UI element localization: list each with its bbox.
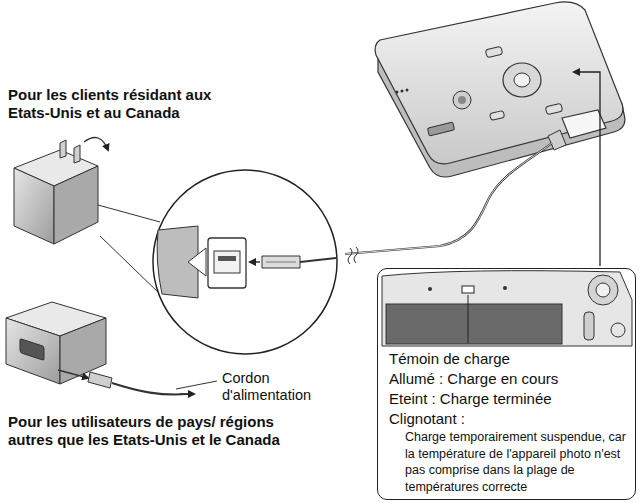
- usb-cable: [345, 130, 566, 264]
- drawing-part: [406, 89, 409, 92]
- drawing-part: [180, 393, 194, 395]
- drawing-part: [458, 96, 466, 104]
- drawing-part: [611, 323, 625, 337]
- heading-label: Pour les clients résidant aux Etats-Unis…: [8, 86, 226, 122]
- heading-label: Pour les utilisateurs de pays/ régions a…: [8, 413, 302, 449]
- drawing-part: [266, 262, 296, 263]
- drawing-part: [375, 2, 623, 164]
- drawing-part: [14, 168, 54, 244]
- drawing-part: [74, 145, 80, 163]
- part-label: Cordon d'alimentation: [222, 370, 322, 405]
- lamp-name: Témoin de charge: [389, 349, 629, 369]
- drawing-part: [300, 258, 336, 262]
- drawing-part: [6, 318, 60, 384]
- drawing-part: [386, 304, 562, 344]
- ac-adapter-with-cord: [6, 302, 217, 395]
- drawing-part: [88, 372, 112, 388]
- drawing-part: [20, 338, 44, 360]
- drawing-part: [485, 46, 502, 58]
- drawing-part: [262, 256, 300, 268]
- drawing-part: [188, 248, 206, 276]
- drawing-part: [428, 287, 432, 291]
- drawing-part: [427, 122, 454, 136]
- drawing-part: [214, 251, 240, 273]
- drawing-part: [545, 103, 562, 115]
- drawing-part: [60, 140, 66, 158]
- drawing-part: [58, 370, 88, 378]
- drawing-part: [489, 110, 504, 120]
- magnified-usb-port: [98, 170, 337, 354]
- drawing-part: [462, 286, 474, 293]
- callout-box: Témoin de chargeAllumé : Charge en cours…: [377, 268, 636, 500]
- drawing-part: [401, 90, 404, 93]
- lamp-state-text: Charge temporairement suspendue, car la …: [389, 429, 629, 495]
- drawing-part: [574, 72, 600, 266]
- camera-body: [375, 2, 625, 177]
- drawing-part: [250, 261, 260, 263]
- us-ac-adapter: [14, 138, 108, 245]
- drawing-part: [548, 130, 566, 150]
- drawing-part: [584, 312, 594, 340]
- drawing-part: [503, 286, 507, 290]
- pointer-arrow: [574, 72, 600, 266]
- drawing-part: [345, 143, 552, 254]
- drawing-part: [176, 381, 217, 389]
- drawing-part: [453, 91, 471, 109]
- lamp-state-text: Allumé : Charge en cours: [389, 369, 629, 389]
- charge-lamp-closeup: [382, 271, 632, 346]
- drawing-part: [596, 283, 610, 297]
- drawing-part: [153, 170, 337, 354]
- drawing-part: [348, 247, 358, 264]
- drawing-part: [345, 143, 552, 254]
- drawing-part: [218, 256, 236, 261]
- drawing-part: [382, 271, 632, 346]
- drawing-part: [208, 238, 246, 288]
- drawing-part: [98, 205, 162, 296]
- lamp-state-text: Clignotant :: [389, 409, 629, 429]
- drawing-part: [396, 91, 399, 94]
- drawing-part: [588, 275, 618, 305]
- drawing-part: [54, 166, 98, 244]
- drawing-part: [468, 295, 469, 343]
- lamp-state-text: Eteint : Charge terminée: [389, 389, 629, 409]
- drawing-part: [503, 63, 541, 97]
- drawing-part: [514, 73, 530, 87]
- drawing-part: [84, 138, 108, 151]
